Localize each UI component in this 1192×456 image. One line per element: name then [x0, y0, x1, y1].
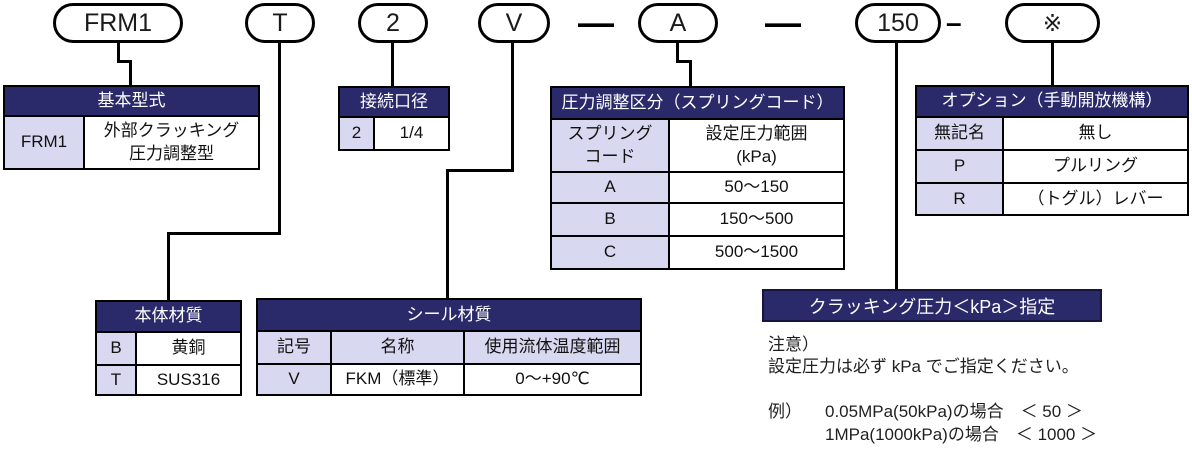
port-size-table: 接続口径 2 1/4	[338, 86, 450, 151]
pill-basic-model: FRM1	[53, 3, 183, 43]
body-material-table: 本体材質 B 黄銅 T SUS316	[95, 300, 242, 396]
port-size-code-cell: 2	[338, 116, 375, 151]
connector-line	[117, 60, 132, 63]
port-size-value-cell: 1/4	[373, 116, 450, 151]
option-desc-cell: プルリング	[1002, 149, 1189, 184]
seal-name-column-header: 名称	[330, 330, 465, 365]
connector-line	[167, 232, 170, 302]
pressure-range-column-header: 設定圧力範囲 (kPa)	[668, 118, 845, 173]
pressure-range-cell: 500～1500	[668, 235, 845, 270]
spring-code-cell: A	[550, 171, 670, 204]
seal-name-cell: FKM（標準）	[330, 363, 465, 396]
spring-code-cell: B	[550, 202, 670, 237]
connector-line	[676, 60, 692, 63]
option-table-title: オプション（手動開放機構）	[915, 85, 1189, 118]
body-material-desc-cell: SUS316	[135, 364, 242, 396]
table-header-row: スプリング コード 設定圧力範囲 (kPa)	[550, 118, 845, 173]
caution-note: 注意） 設定圧力は必ず kPa でご指定ください。	[768, 334, 1079, 378]
connector-line	[446, 169, 449, 300]
connector-line	[167, 232, 281, 235]
option-desc-cell: 無し	[1002, 116, 1189, 151]
body-material-code-cell: T	[95, 364, 137, 396]
table-row: 2 1/4	[338, 116, 450, 151]
body-material-code-cell: B	[95, 331, 137, 366]
option-desc-cell: （トグル）レバー	[1002, 182, 1189, 216]
pressure-range-cell: 50～150	[668, 171, 845, 204]
table-row: 無記名 無し	[915, 116, 1189, 151]
pill-seal-material: V	[478, 3, 550, 43]
connector-line	[676, 43, 679, 63]
table-row: A 50～150	[550, 171, 845, 204]
pill-spring-code: A	[638, 3, 718, 43]
pressure-range-table: 圧力調整区分（スプリングコード） スプリング コード 設定圧力範囲 (kPa) …	[550, 86, 845, 270]
seal-code-cell: V	[256, 363, 332, 396]
pressure-range-cell: 150～500	[668, 202, 845, 237]
connector-line	[117, 43, 120, 63]
caution-text: 設定圧力は必ず kPa でご指定ください。	[768, 357, 1079, 376]
pill-option: ※	[1005, 3, 1100, 43]
example-lines: 0.05MPa(50kPa)の場合 ＜ 50 ＞ 1MPa(1000kPa)の場…	[825, 400, 1097, 446]
connector-line	[689, 60, 692, 88]
example-line: 0.05MPa(50kPa)の場合 ＜ 50 ＞	[825, 402, 1083, 421]
seal-material-table-title: シール材質	[256, 298, 642, 332]
pill-port-size: 2	[358, 3, 428, 43]
body-material-desc-cell: 黄銅	[135, 331, 242, 366]
table-row: C 500～1500	[550, 235, 845, 270]
connector-line	[129, 60, 132, 87]
connector-line	[511, 43, 514, 172]
connector-line	[895, 43, 898, 291]
table-row: T SUS316	[95, 364, 242, 396]
table-row: FRM1 外部クラッキング 圧力調整型	[3, 115, 260, 170]
table-row: P プルリング	[915, 149, 1189, 184]
option-code-cell: P	[915, 149, 1004, 184]
example-line: 1MPa(1000kPa)の場合 ＜ 1000 ＞	[825, 425, 1098, 444]
table-row: B 150～500	[550, 202, 845, 237]
connector-line	[391, 43, 394, 88]
table-header-row: 記号 名称 使用流体温度範囲	[256, 330, 642, 365]
table-row: R （トグル）レバー	[915, 182, 1189, 216]
basic-model-code-cell: FRM1	[3, 115, 85, 170]
caution-label: 注意）	[768, 335, 819, 354]
cracking-pressure-title-bar: クラッキング圧力＜kPa＞指定	[762, 289, 1102, 322]
seal-code-column-header: 記号	[256, 330, 332, 365]
code-separator-dash: —	[765, 2, 801, 43]
option-table: オプション（手動開放機構） 無記名 無し P プルリング R （トグル）レバー	[915, 85, 1189, 216]
spring-code-column-header: スプリング コード	[550, 118, 670, 173]
body-material-table-title: 本体材質	[95, 300, 242, 333]
basic-model-table-title: 基本型式	[3, 85, 260, 117]
pressure-range-table-title: 圧力調整区分（スプリングコード）	[550, 86, 845, 120]
spring-code-cell: C	[550, 235, 670, 270]
code-separator-dash: —	[578, 2, 614, 43]
code-separator-dash: –	[946, 7, 962, 38]
table-row: V FKM（標準） 0～+90℃	[256, 363, 642, 396]
connector-line	[446, 169, 514, 172]
basic-model-desc-cell: 外部クラッキング 圧力調整型	[83, 115, 260, 170]
seal-material-table: シール材質 記号 名称 使用流体温度範囲 V FKM（標準） 0～+90℃	[256, 298, 642, 396]
seal-temp-column-header: 使用流体温度範囲	[463, 330, 642, 365]
example-note: 例） 0.05MPa(50kPa)の場合 ＜ 50 ＞ 1MPa(1000kPa…	[768, 400, 1097, 446]
table-row: B 黄銅	[95, 331, 242, 366]
example-label: 例）	[768, 402, 802, 421]
seal-temp-cell: 0～+90℃	[463, 363, 642, 396]
connector-line	[1051, 43, 1054, 87]
port-size-table-title: 接続口径	[338, 86, 450, 118]
option-code-cell: R	[915, 182, 1004, 216]
pill-cracking-pressure: 150	[855, 3, 941, 43]
connector-line	[278, 43, 281, 235]
basic-model-table: 基本型式 FRM1 外部クラッキング 圧力調整型	[3, 85, 260, 170]
pill-body-material: T	[245, 3, 315, 43]
option-code-cell: 無記名	[915, 116, 1004, 151]
